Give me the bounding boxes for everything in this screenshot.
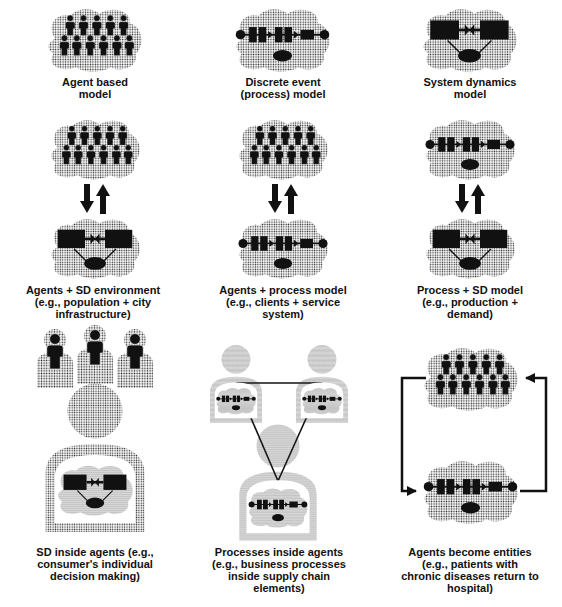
- model-caption: SD inside agents (e.g., consumer's indiv…: [36, 546, 154, 582]
- process-model-icon: [425, 120, 514, 179]
- agent-figure: [37, 329, 73, 388]
- exchange-arrows: [268, 184, 298, 214]
- process-model-icon: [238, 219, 327, 278]
- agent-figure: [77, 325, 113, 384]
- agent-model-icon: [51, 120, 139, 179]
- agent-figure: [117, 329, 153, 388]
- model-caption: Discrete event (process) model: [231, 76, 335, 100]
- agent-with-process: [296, 345, 348, 423]
- sd-model-icon: [426, 219, 514, 278]
- agent-with-process: [210, 345, 262, 423]
- exchange-arrows: [80, 184, 110, 214]
- model-caption: Agent based model: [53, 76, 137, 100]
- agent-model-icon: [239, 120, 327, 179]
- loop-arrow: [520, 378, 546, 491]
- model-caption: Agents + process model (e.g., clients + …: [207, 284, 359, 320]
- model-caption: Process + SD model (e.g., production + d…: [411, 284, 529, 320]
- agent-with-process: [239, 424, 316, 540]
- agent-model-icon: [425, 348, 518, 410]
- process-model-icon: [424, 461, 518, 523]
- agent-with-sd: [46, 384, 145, 532]
- sd-model-icon: [51, 219, 139, 278]
- process-model-icon: [236, 9, 330, 71]
- model-caption: Agents + SD environment (e.g., populatio…: [17, 284, 169, 320]
- sd-model-icon: [424, 9, 517, 71]
- loop-arrow: [402, 378, 426, 491]
- model-caption: System dynamics model: [418, 76, 522, 100]
- exchange-arrows: [455, 184, 485, 214]
- model-caption: Processes inside agents (e.g., business …: [203, 546, 355, 594]
- agent-model-icon: [49, 9, 142, 71]
- model-caption: Agents become entities (e.g., patients w…: [401, 546, 539, 594]
